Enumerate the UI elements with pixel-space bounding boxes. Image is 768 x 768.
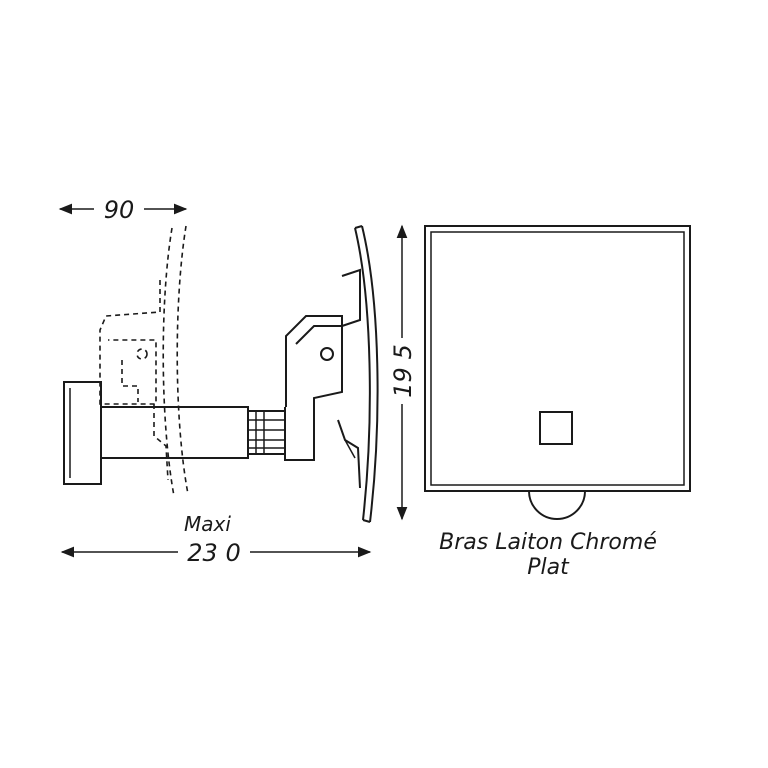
switch-button [539, 411, 573, 445]
height-dimension: 19 5 [389, 224, 417, 521]
side-view: 90 [58, 196, 379, 567]
extension-dimension: 23 0 [60, 539, 372, 567]
height-label: 19 5 [389, 344, 417, 397]
extension-label: 23 0 [187, 539, 240, 567]
mirror-retracted-dashed [99, 225, 189, 497]
projection-dimension: 90 [58, 196, 188, 224]
hinge-knob [528, 490, 586, 520]
projection-label: 90 [104, 196, 135, 224]
caption-line-1: Bras Laiton Chromé [439, 530, 657, 555]
extension-note: Maxi [184, 512, 231, 536]
mirror-front [424, 225, 691, 492]
mirror-solid-profile [337, 225, 379, 523]
front-view: 19 5 Bras Laiton Chromé Plat [389, 224, 691, 580]
wall-plate [63, 381, 102, 485]
caption-line-2: Plat [527, 555, 570, 580]
hinge-pivot-icon [320, 347, 334, 361]
swivel-joint [247, 410, 286, 455]
hinge-bracket [284, 268, 361, 461]
arm-tube [100, 406, 249, 459]
